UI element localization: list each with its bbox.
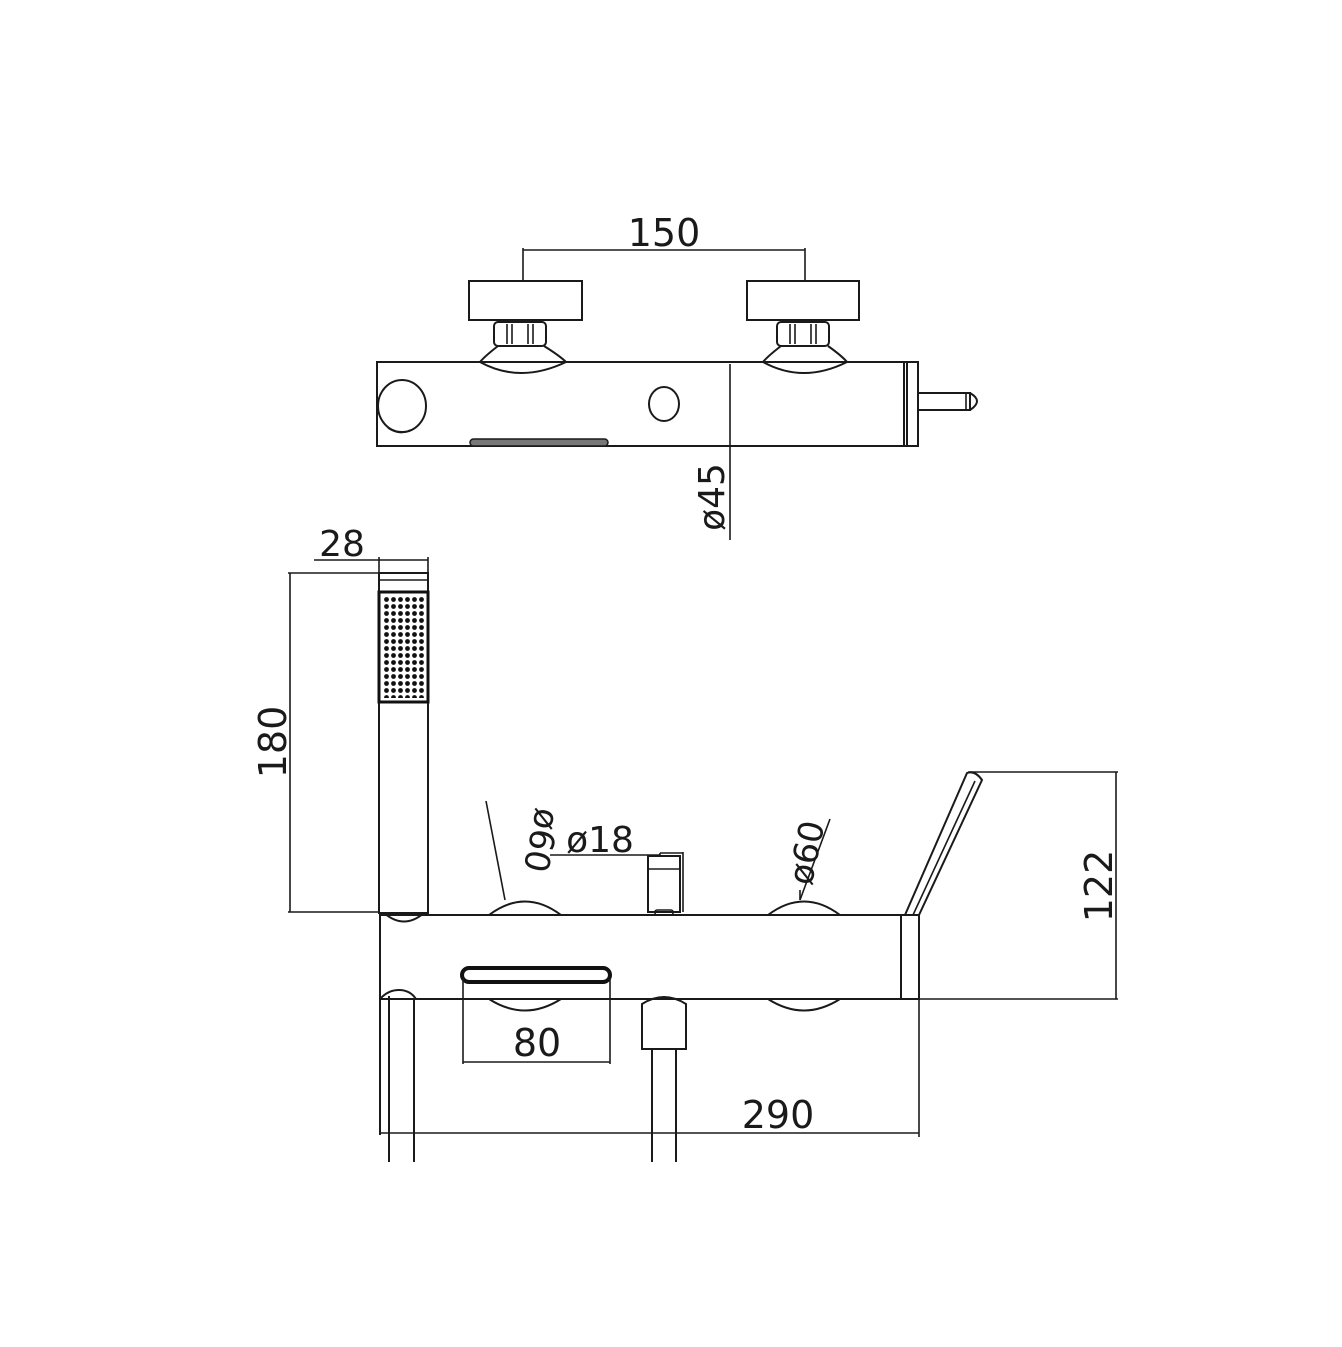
mixer-lever: [904, 771, 984, 916]
dimension-180: 180: [251, 572, 380, 913]
front-view: 28 180: [251, 524, 1121, 1162]
mixer-body-top: [376, 361, 978, 447]
top-view: 150: [376, 211, 978, 540]
dim-label-150: 150: [628, 211, 701, 255]
dim-label-290: 290: [742, 1093, 815, 1137]
diverter-knob: [647, 855, 681, 916]
mixer-body-front: [379, 914, 920, 1135]
dimension-diameter-45: ø45: [692, 364, 733, 540]
dim-label-180: 180: [251, 706, 295, 779]
hand-shower: [377, 572, 430, 923]
dimension-left-flange-diameter-60: ø60: [485, 800, 567, 901]
dim-label-28: 28: [319, 524, 365, 565]
dimension-diverter-diameter-18: ø18: [550, 820, 684, 912]
dimension-122: 122: [919, 771, 1121, 1000]
dimension-150: 150: [522, 211, 806, 282]
dimension-right-flange-diameter-60: ø60: [781, 817, 833, 901]
dim-label-80: 80: [513, 1021, 561, 1065]
dimension-290: 290: [380, 999, 920, 1137]
left-wall-connector: [468, 280, 583, 374]
dim-label-right-diameter-60: ø60: [781, 817, 833, 888]
dimension-28: 28: [314, 524, 429, 578]
dim-label-left-diameter-60: ø60: [515, 805, 567, 876]
spray-nozzle-pattern: [383, 596, 424, 698]
right-wall-connector: [746, 280, 860, 374]
right-flange-top: [767, 900, 841, 916]
hand-shower-hose: [379, 988, 417, 1162]
dim-label-122: 122: [1077, 850, 1121, 923]
hose-connector: [641, 996, 687, 1162]
left-flange-top: [488, 900, 562, 916]
dimension-80: 80: [462, 978, 611, 1065]
dim-label-diameter-45: ø45: [692, 463, 733, 531]
dim-label-diameter-18: ø18: [566, 820, 634, 861]
